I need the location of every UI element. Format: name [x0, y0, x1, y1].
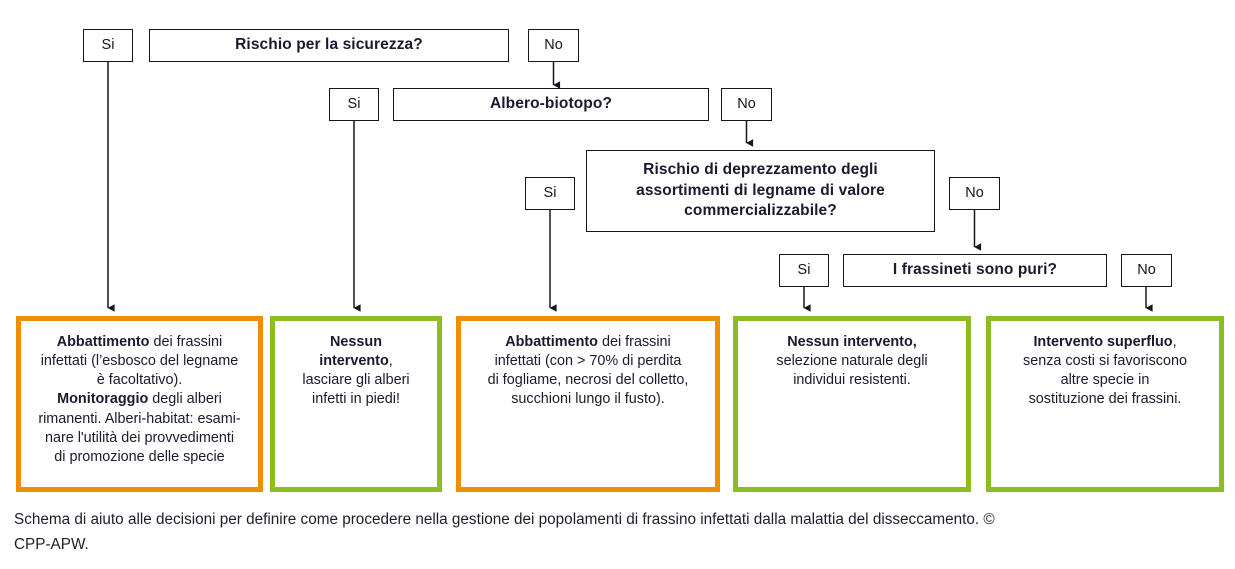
branch-label-q2-no[interactable]: No [721, 88, 772, 121]
outcome-text-line: di promozione delle specie [54, 448, 225, 465]
question-box-security-risk[interactable]: Rischio per la sicurezza? [149, 29, 509, 62]
outcome-text-line: di fogliame, necrosi del colletto, [487, 372, 689, 389]
branch-label-q4-yes[interactable]: Si [779, 254, 829, 287]
branch-label-q4-no[interactable]: No [1121, 254, 1172, 287]
outcome-box-5[interactable]: Intervento superfluo, senza costi si favo… [986, 316, 1224, 492]
outcome-text-line: Nessun [330, 334, 382, 350]
branch-label-q3-yes[interactable]: Si [525, 177, 575, 210]
outcome-text-line: senza costi si favoriscono [1023, 353, 1187, 370]
outcome-text-line: altre specie in [1060, 372, 1150, 389]
outcome-text-line: Nessun intervento, [787, 334, 917, 350]
outcome-text-line: Abbattimento dei frassini [505, 334, 671, 350]
outcome-text-line: nare l'utilità dei provvedimenti [44, 429, 235, 446]
outcome-text-line: Intervento superfluo, [1033, 334, 1177, 350]
outcome-text-line: infettati (l’esbosco del legname [40, 353, 239, 370]
question-box-timber-value-risk[interactable]: Rischio di deprezzamento degli assortime… [586, 150, 935, 232]
branch-label-q2-yes[interactable]: Si [329, 88, 379, 121]
outcome-box-1[interactable]: Abbattimento dei frassini infettati (l’es… [16, 316, 263, 492]
outcome-box-4[interactable]: Nessun intervento, selezione naturale deg… [733, 316, 971, 492]
outcome-text-line: è facoltativo). [96, 372, 183, 389]
branch-label-q1-yes[interactable]: Si [83, 29, 133, 62]
outcome-text-line: intervento, [319, 353, 393, 370]
branch-label-q3-no[interactable]: No [949, 177, 1000, 210]
outcome-text-line: Abbattimento dei frassini [56, 334, 223, 350]
outcome-box-3[interactable]: Abbattimento dei frassini infettati (con … [456, 316, 720, 492]
outcome-text-line: succhioni lungo il fusto). [511, 391, 665, 408]
outcome-text-line: infetti in piedi! [312, 391, 400, 408]
figure-caption: Schema di aiuto alle decisioni per defin… [14, 508, 1014, 558]
outcome-box-2[interactable]: Nessun intervento, lasciare gli alberi infe… [270, 316, 442, 492]
outcome-text-line: sostituzione dei frassini. [1028, 391, 1182, 408]
caption-line-2: del disseccamento. © CPP-APW. [14, 511, 995, 553]
outcome-text-line: lasciare gli alberi [302, 372, 410, 389]
outcome-text-line: selezione naturale degli [776, 353, 928, 370]
outcome-text-line: individui resistenti. [793, 372, 911, 389]
question-box-habitat-tree[interactable]: Albero-biotopo? [393, 88, 709, 121]
outcome-text-line: Monitoraggio degli alberi [57, 391, 222, 408]
question-box-pure-ash-stands[interactable]: I frassineti sono puri? [843, 254, 1107, 287]
caption-line-1: Schema di aiuto alle decisioni per defin… [14, 511, 844, 528]
outcome-text-line: infettati (con > 70% di perdita [494, 353, 682, 370]
outcome-text-line: rimanenti. Alberi-habitat: esami- [38, 410, 241, 427]
branch-label-q1-no[interactable]: No [528, 29, 579, 62]
